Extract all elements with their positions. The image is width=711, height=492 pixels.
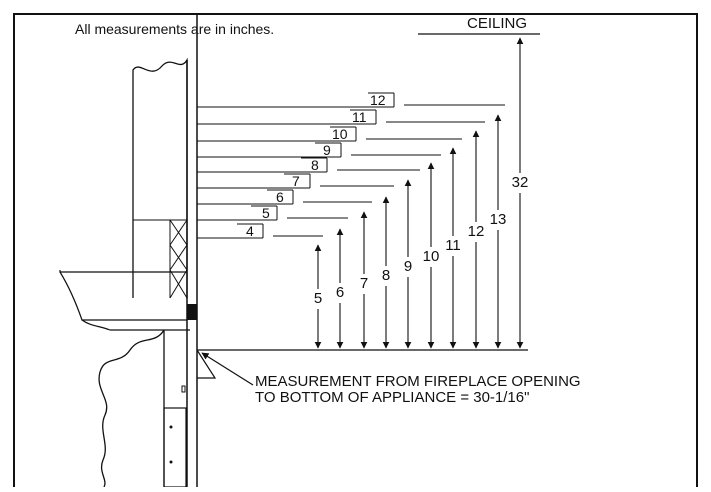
clearance-label: 32 <box>512 174 529 191</box>
clearance-32: 32 <box>512 37 529 349</box>
callout-line-2: TO BOTTOM OF APPLIANCE = 30-1/16" <box>255 389 529 406</box>
header-top <box>59 270 187 273</box>
mantel-step-9: 9 <box>197 142 441 158</box>
clearance-7: 7 <box>360 211 368 349</box>
clearance-label: 7 <box>360 275 368 292</box>
mantel-step-5: 5 <box>197 205 348 221</box>
mantel-step-11: 11 <box>197 109 485 125</box>
screw <box>169 425 173 429</box>
clearance-label: 10 <box>423 248 440 265</box>
screw <box>169 460 173 464</box>
callout-line-1: MEASUREMENT FROM FIREPLACE OPENING <box>255 373 581 390</box>
clearance-12: 12 <box>468 130 485 349</box>
measurement-note: All measurements are in inches. <box>75 21 274 37</box>
clearance-label: 13 <box>490 211 507 228</box>
clearance-10: 10 <box>423 162 440 349</box>
mantel-depth-label: 12 <box>370 92 386 108</box>
mantel-depth-label: 6 <box>276 189 284 205</box>
mantel-depth-label: 9 <box>323 142 331 158</box>
ceiling-label: CEILING <box>467 15 527 32</box>
clearance-9: 9 <box>404 179 412 349</box>
clearance-label: 11 <box>445 237 461 254</box>
mantel-depth-label: 5 <box>262 205 270 221</box>
mantel-step-12: 12 <box>197 92 505 108</box>
mantel-depth-label: 8 <box>311 157 319 173</box>
mantel-step-7: 7 <box>197 173 394 189</box>
callout-leader-arrow <box>201 352 254 386</box>
clearance-label: 8 <box>382 267 390 284</box>
clearance-13: 13 <box>490 114 507 349</box>
lower-broken-block <box>98 329 165 488</box>
clearance-label: 5 <box>314 290 322 307</box>
clearance-label: 6 <box>336 284 344 301</box>
small-fastener <box>181 385 186 393</box>
wall-cap-block <box>187 304 197 320</box>
mantel-step-6: 6 <box>197 189 372 205</box>
clearance-8: 8 <box>382 196 390 349</box>
clearance-6: 6 <box>336 228 344 349</box>
mantel-step-8: 8 <box>197 157 420 173</box>
mantel-depth-label: 11 <box>352 109 367 125</box>
wall-upper-block <box>132 57 188 298</box>
mantel-depth-label: 10 <box>332 126 348 142</box>
cross-brace <box>169 219 188 299</box>
clearance-label: 12 <box>468 223 485 240</box>
frame-border <box>13 13 698 487</box>
header-break <box>59 271 111 331</box>
clearance-11: 11 <box>445 147 461 349</box>
mantel-depth-label: 7 <box>292 173 300 189</box>
mantel-depth-label: 4 <box>246 223 254 239</box>
clearance-5: 5 <box>314 244 322 349</box>
mantel-step-10: 10 <box>197 126 462 142</box>
fireplace-side-panel <box>163 407 187 488</box>
fireplace-notch <box>196 349 217 379</box>
clearance-label: 9 <box>404 258 412 275</box>
mantel-step-4: 4 <box>197 223 323 239</box>
